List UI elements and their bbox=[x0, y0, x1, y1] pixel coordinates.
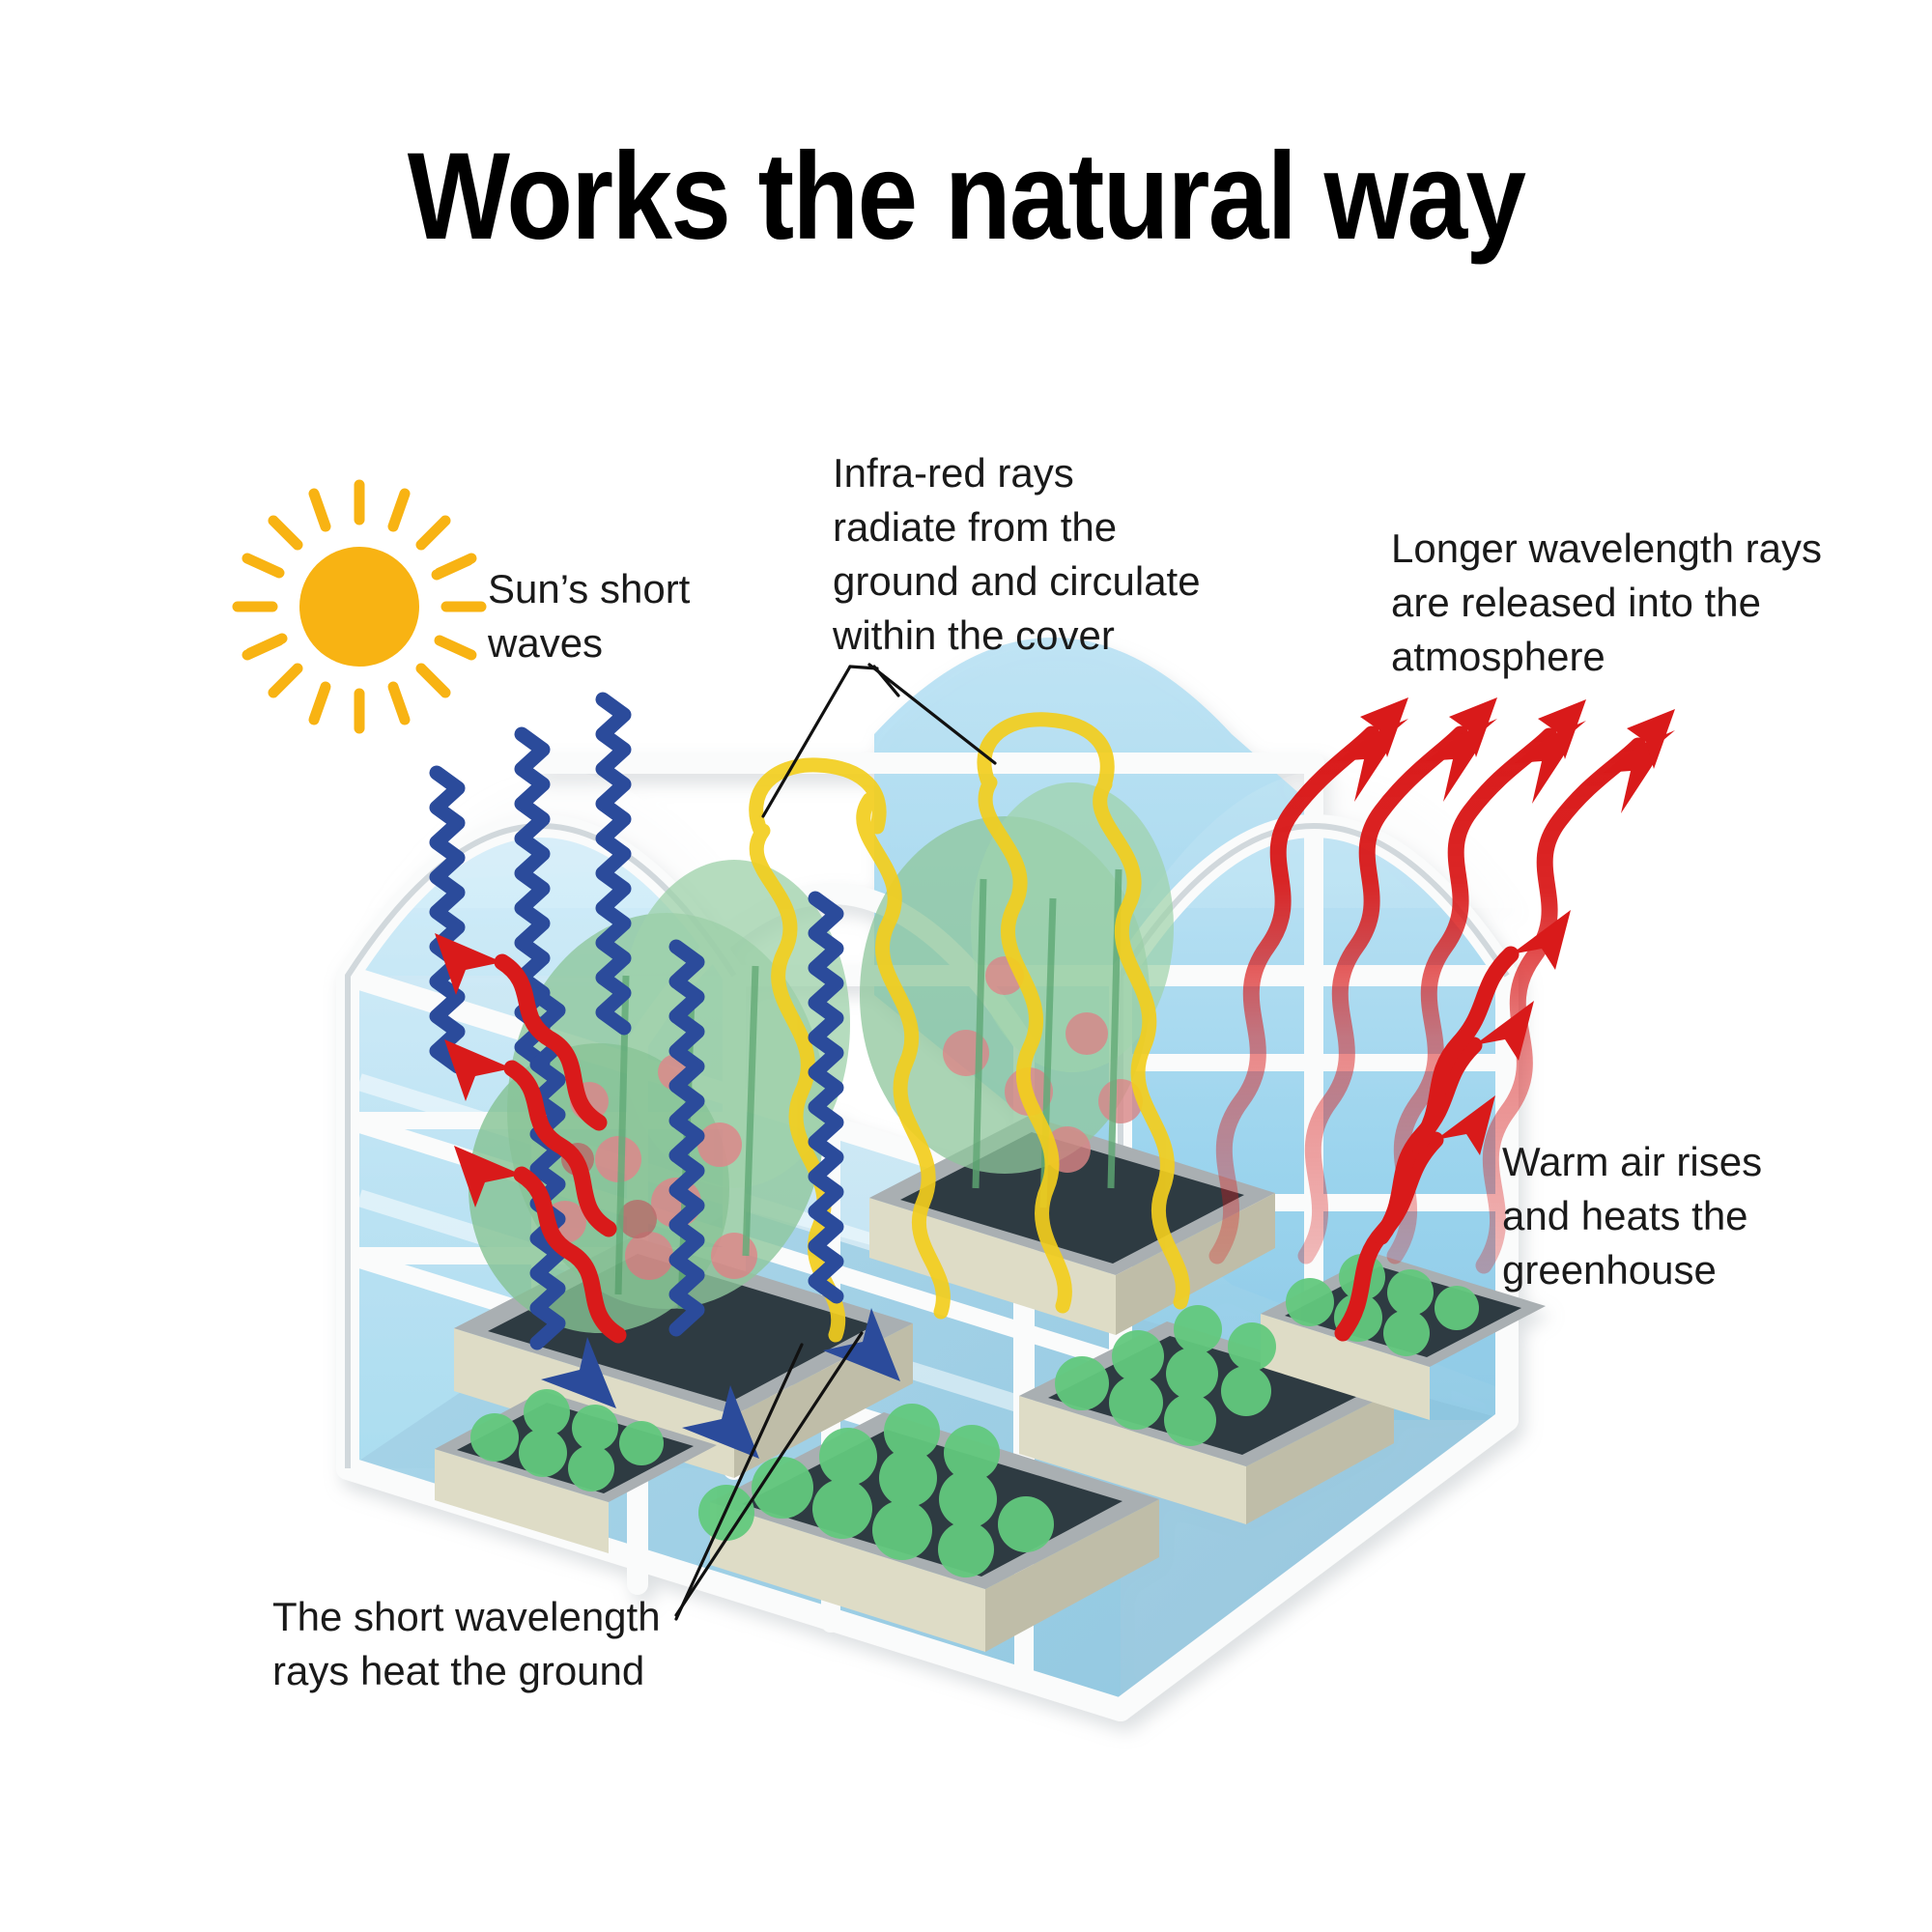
yellow-squiggle-icon bbox=[749, 712, 1190, 1343]
crop-lettuce-plants bbox=[470, 1254, 1479, 1577]
leader-line bbox=[674, 663, 997, 1621]
page-title: Works the natural way bbox=[407, 128, 1526, 266]
blue-zigzag-arrow-icon bbox=[529, 891, 844, 1350]
red-arrowhead-icon bbox=[1435, 910, 1571, 1155]
red-arrowhead-icon bbox=[435, 933, 522, 1208]
sun-icon bbox=[232, 479, 487, 734]
label-short-wavelength-heats-ground: The short wavelength rays heat the groun… bbox=[272, 1594, 661, 1693]
label-longer-wavelength-rays: Longer wavelength rays are released into… bbox=[1391, 526, 1822, 679]
red-arrowhead-icon bbox=[1360, 697, 1675, 769]
red-wavy-arrow-icon bbox=[1334, 946, 1520, 1342]
red-wavy-arrow-icon bbox=[494, 953, 627, 1344]
blue-arrowhead-icon bbox=[541, 1308, 900, 1459]
red-arrowhead-icon bbox=[1337, 719, 1675, 813]
label-infrared-rays: Infra-red rays radiate from the ground a… bbox=[833, 450, 1201, 658]
label-warm-air-rises: Warm air rises and heats the greenhouse bbox=[1502, 1139, 1763, 1293]
label-suns-short-waves: Sun’s short waves bbox=[488, 566, 691, 666]
